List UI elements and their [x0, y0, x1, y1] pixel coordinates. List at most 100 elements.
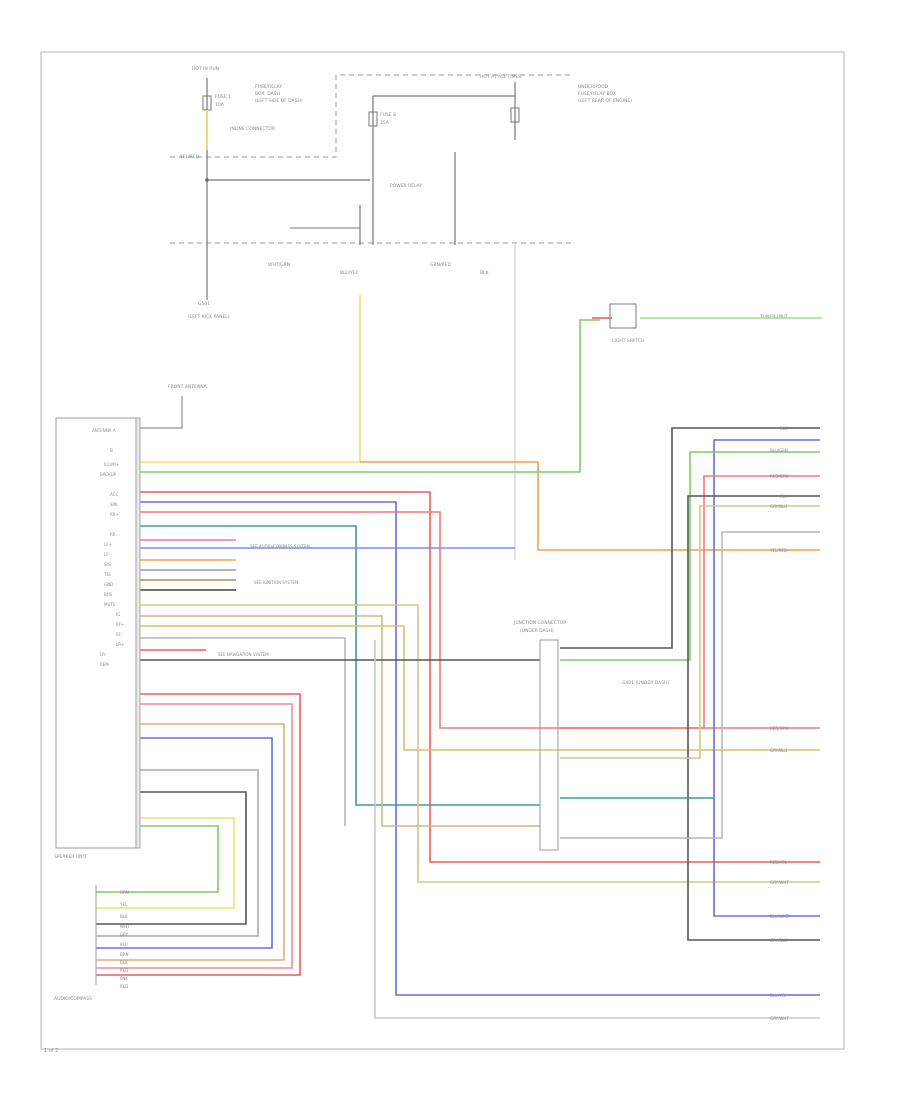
right-wire-label: GRY/BLU: [770, 748, 787, 753]
wire-red-1: [140, 491, 820, 863]
speaker-wire-label: RED: [120, 984, 128, 989]
right-wire-label: GRY/BLU: [770, 938, 787, 943]
light-switch-icon: [609, 303, 637, 329]
pin-label: LF-: [104, 552, 111, 557]
audio-pin-labels: ANTENNA A B ILLUM+ BACKUP ACC SPK RR+ RR…: [92, 428, 124, 667]
fuse-a-label: FUSE 1: [215, 94, 231, 100]
speaker-wire-label: BRN: [120, 952, 129, 957]
footer-code: 1 of 2: [44, 1048, 58, 1054]
wire-tan-3: [140, 625, 820, 751]
light-switch-label: LIGHT SWITCH: [612, 338, 645, 344]
pin-label: ANTENNA A: [92, 428, 116, 433]
audio-unit-block: FRONT ANTENNA ANTENNA A B ILLUM+ BACKUP …: [55, 384, 310, 849]
audio-note-3: SEE NAVIGATION SYSTEM: [218, 652, 269, 657]
fuse-box-dash-outline: [170, 74, 573, 158]
pin-label: ACC: [110, 492, 118, 497]
fuse-c-icon: [510, 107, 520, 123]
pin-label: MUTE: [104, 602, 116, 607]
wire-gray-right: [560, 531, 820, 839]
pin-label: RF-: [116, 632, 123, 637]
speaker-wire-label: YEL: [119, 902, 128, 907]
fuse-box-left-detail: BOX, DASH: [255, 91, 280, 97]
front-antenna-label: FRONT ANTENNA: [168, 384, 208, 390]
right-wire-label: RED/GRN: [770, 726, 789, 731]
right-wire-labels: BLK BLU/GRN RED/GRN BLK GRY/BLU YEL/RED …: [769, 426, 789, 1021]
fuse-a-amp: 10A: [215, 102, 225, 108]
wire-spk-yellow: [96, 817, 235, 909]
right-wire-label: BLK: [780, 426, 788, 431]
wire-green-right: [560, 451, 820, 661]
wire-spk-red: [96, 693, 301, 976]
speaker-wire-label: GRY: [120, 932, 129, 937]
speaker-wire-label: BLK: [120, 960, 128, 965]
fuse-box-right-title: UNDERHOOD: [578, 84, 609, 90]
right-wire-label: BLU/GRN: [770, 448, 788, 453]
pin-label: BUS: [104, 592, 113, 597]
pin-label: BACKUP: [100, 472, 117, 477]
wire-black-right-2: [687, 495, 820, 941]
pin-label: RF+: [116, 622, 124, 627]
wire-red-right: [560, 475, 820, 729]
junction-connector: JUNCTION CONNECTOR (UNDER DASH) G401 (UN…: [513, 620, 669, 851]
wire-blue-right: [713, 439, 820, 917]
ground-note: G401 (UNDER DASH): [622, 680, 669, 686]
pin-label: RR-: [110, 532, 117, 537]
wire-spk-green: [96, 825, 219, 893]
wire-label-wht-grn: WHT/GRN: [268, 262, 290, 268]
right-wire-label: GRY/BLU: [770, 504, 787, 509]
diagram-frame: [40, 51, 845, 1050]
fuse-box-left-title: FUSE/RELAY: [255, 84, 282, 90]
audio-note-2: SEE IGNITION SYSTEM: [254, 580, 299, 585]
wire-yel-red-top: YEL/RED: [179, 154, 200, 160]
audio-connector-strip: [135, 417, 141, 849]
right-wire-label: BLU/YEL: [770, 993, 787, 998]
right-wire-label: RED/GRN: [770, 474, 789, 479]
wire-spk-gray: [96, 769, 259, 937]
right-wire-label: GRY/WHT: [770, 1016, 789, 1021]
fuse-box-right-desc: (LEFT REAR OF ENGINE): [578, 98, 632, 104]
pin-label: LF+: [104, 542, 112, 547]
ground-left-label: G501: [198, 301, 210, 307]
ground-left-desc: (LEFT KICK PANEL): [188, 314, 230, 320]
wire-gray-bottom: [374, 640, 820, 1019]
fuse-box-section: HOT IN RUN HOT AT ALL TIMES FUSE/RELAY B…: [170, 66, 788, 560]
wire-blue-1: [140, 501, 820, 996]
junction-connector-outline: [539, 639, 559, 851]
wire-tan-1: [140, 604, 820, 883]
right-wire-label: GRY/WHT: [770, 880, 789, 885]
wire-label-grn-red: GRN/RED: [430, 262, 451, 268]
wire-tan-2: [140, 615, 540, 827]
speaker-wire-label: BLU: [120, 942, 128, 947]
pin-label: LR+: [116, 642, 124, 647]
pin-label: TEL: [103, 572, 112, 577]
audio-unit-outline: [55, 417, 137, 849]
inline-connector-label: INLINE CONNECTOR: [230, 126, 275, 132]
speaker-wire-label: BLK: [120, 914, 128, 919]
fuse-b-label: FUSE 8: [380, 112, 396, 118]
hot-at-all-times-label: HOT AT ALL TIMES: [480, 74, 521, 80]
wire-spk-black: [96, 791, 247, 925]
wire-red-2: [140, 511, 820, 729]
fuse-box-right-detail: FUSE/RELAY BOX: [578, 91, 616, 97]
hot-in-run-label: HOT IN RUN: [192, 66, 219, 72]
pin-label: B: [110, 448, 113, 453]
wire-yellow-right: [360, 461, 820, 551]
junction-desc: (UNDER DASH): [520, 628, 554, 634]
wire-tan-right: [560, 505, 820, 759]
tuner-label: TUNER UNIT: [759, 314, 788, 320]
speaker-unit-label: SPEAKER UNIT: [54, 854, 87, 860]
wire-label-blu-yel: BLU/YEL: [340, 270, 359, 276]
right-wire-label: RED/YEL: [770, 860, 788, 865]
speaker-unit: SPEAKER UNIT AUDIO/COMPASS GRN YEL BLK W…: [54, 854, 130, 1002]
fuse-b-icon: [368, 111, 378, 127]
fuse-b-amp: 15A: [380, 120, 390, 126]
pin-label: IG: [116, 612, 120, 617]
junction-label: JUNCTION CONNECTOR: [513, 620, 566, 626]
pin-label: SPK: [110, 502, 118, 507]
wire-runs: [96, 295, 822, 1019]
speaker-system-label: AUDIO/COMPASS: [54, 996, 92, 1002]
speaker-wire-label: PNK: [120, 976, 128, 981]
wire-black-right: [560, 427, 820, 649]
audio-note-1: SEE AUDIO/COMPASS SYSTEM: [250, 544, 310, 549]
wire-teal: [140, 525, 540, 806]
